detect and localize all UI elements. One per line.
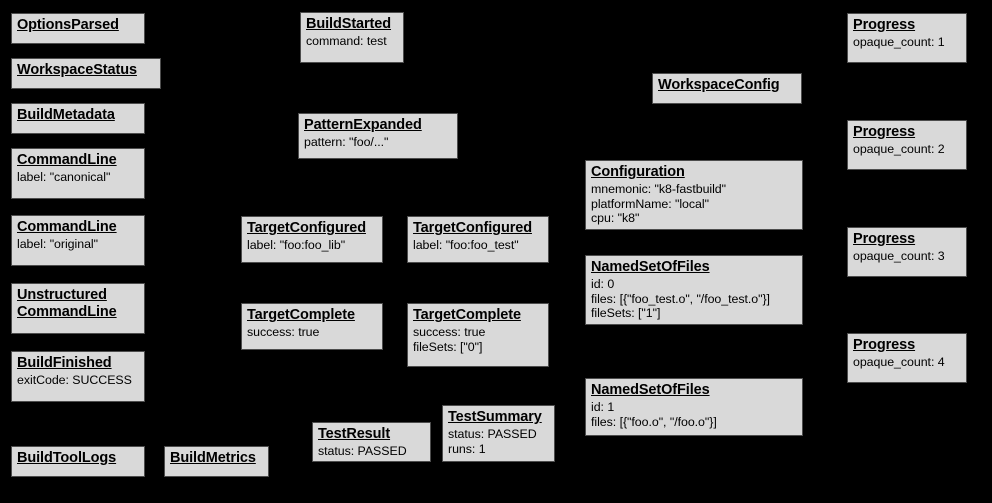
node-build-finished[interactable]: BuildFinished exitCode: SUCCESS xyxy=(11,351,145,402)
node-title: NamedSetOfFiles xyxy=(591,382,710,398)
node-target-configured-foo-lib[interactable]: TargetConfigured label: "foo:foo_lib" xyxy=(241,216,383,263)
node-test-result[interactable]: TestResult status: PASSED xyxy=(312,422,431,462)
node-pattern-expanded[interactable]: PatternExpanded pattern: "foo/..." xyxy=(298,113,458,159)
node-title: Progress xyxy=(853,17,916,33)
node-named-set-of-files-1[interactable]: NamedSetOfFiles id: 1 files: [{"foo.o", "… xyxy=(585,378,803,436)
node-title: TargetComplete xyxy=(247,307,355,323)
node-attributes: label: "foo:foo_lib" xyxy=(247,238,346,253)
node-named-set-of-files-0[interactable]: NamedSetOfFiles id: 0 files: [{"foo_test.… xyxy=(585,255,803,325)
node-title: TargetConfigured xyxy=(247,220,366,236)
node-target-complete-foo-test[interactable]: TargetComplete success: true fileSets: ["… xyxy=(407,303,549,367)
node-title: BuildMetrics xyxy=(170,450,256,466)
node-attributes: opaque_count: 2 xyxy=(853,142,945,157)
node-progress-4[interactable]: Progress opaque_count: 4 xyxy=(847,333,967,383)
node-attributes: label: "foo:foo_test" xyxy=(413,238,519,253)
node-title: BuildStarted xyxy=(306,16,392,32)
node-title: NamedSetOfFiles xyxy=(591,259,710,275)
node-attributes: opaque_count: 3 xyxy=(853,249,945,264)
node-workspace-config[interactable]: WorkspaceConfig xyxy=(652,73,802,104)
node-build-started[interactable]: BuildStarted command: test xyxy=(300,12,404,63)
node-command-line-canonical[interactable]: CommandLine label: "canonical" xyxy=(11,148,145,199)
node-title: Progress xyxy=(853,124,916,140)
node-command-line-original[interactable]: CommandLine label: "original" xyxy=(11,215,145,266)
node-title: TestResult xyxy=(318,426,391,442)
node-title: CommandLine xyxy=(17,152,117,168)
node-attributes: status: PASSED runs: 1 xyxy=(448,427,537,456)
node-title: WorkspaceConfig xyxy=(658,77,780,93)
node-unstructured-command-line[interactable]: Unstructured CommandLine xyxy=(11,283,145,334)
node-progress-3[interactable]: Progress opaque_count: 3 xyxy=(847,227,967,277)
node-title: Progress xyxy=(853,337,916,353)
node-progress-2[interactable]: Progress opaque_count: 2 xyxy=(847,120,967,170)
node-attributes: command: test xyxy=(306,34,387,49)
node-build-tool-logs[interactable]: BuildToolLogs xyxy=(11,446,145,477)
node-attributes: opaque_count: 4 xyxy=(853,355,945,370)
node-title: TargetComplete xyxy=(413,307,521,323)
node-attributes: mnemonic: "k8-fastbuild" platformName: "… xyxy=(591,182,727,226)
node-attributes: status: PASSED xyxy=(318,444,407,459)
node-progress-1[interactable]: Progress opaque_count: 1 xyxy=(847,13,967,63)
node-attributes: success: true fileSets: ["0"] xyxy=(413,325,486,354)
node-build-metrics[interactable]: BuildMetrics xyxy=(164,446,269,477)
node-attributes: exitCode: SUCCESS xyxy=(17,373,132,388)
node-title: OptionsParsed xyxy=(17,17,119,33)
node-test-summary[interactable]: TestSummary status: PASSED runs: 1 xyxy=(442,405,555,462)
node-attributes: id: 0 files: [{"foo_test.o", "/foo_test.… xyxy=(591,277,770,321)
node-title: CommandLine xyxy=(17,219,117,235)
node-title: Progress xyxy=(853,231,916,247)
node-title: Configuration xyxy=(591,164,685,180)
node-title: Unstructured CommandLine xyxy=(17,287,117,321)
node-attributes: id: 1 files: [{"foo.o", "/foo.o"}] xyxy=(591,400,717,429)
node-target-complete-foo-lib[interactable]: TargetComplete success: true xyxy=(241,303,383,350)
node-title: TargetConfigured xyxy=(413,220,532,236)
node-title: TestSummary xyxy=(448,409,542,425)
node-title: BuildToolLogs xyxy=(17,450,117,466)
node-title: WorkspaceStatus xyxy=(17,62,137,78)
node-title: BuildFinished xyxy=(17,355,112,371)
node-title: BuildMetadata xyxy=(17,107,115,123)
node-attributes: label: "canonical" xyxy=(17,170,111,185)
node-options-parsed[interactable]: OptionsParsed xyxy=(11,13,145,44)
node-workspace-status[interactable]: WorkspaceStatus xyxy=(11,58,161,89)
node-build-metadata[interactable]: BuildMetadata xyxy=(11,103,145,134)
node-target-configured-foo-test[interactable]: TargetConfigured label: "foo:foo_test" xyxy=(407,216,549,263)
node-attributes: opaque_count: 1 xyxy=(853,35,945,50)
node-title: PatternExpanded xyxy=(304,117,422,133)
node-attributes: label: "original" xyxy=(17,237,98,252)
node-attributes: pattern: "foo/..." xyxy=(304,135,389,150)
node-configuration[interactable]: Configuration mnemonic: "k8-fastbuild" pl… xyxy=(585,160,803,230)
node-attributes: success: true xyxy=(247,325,320,340)
